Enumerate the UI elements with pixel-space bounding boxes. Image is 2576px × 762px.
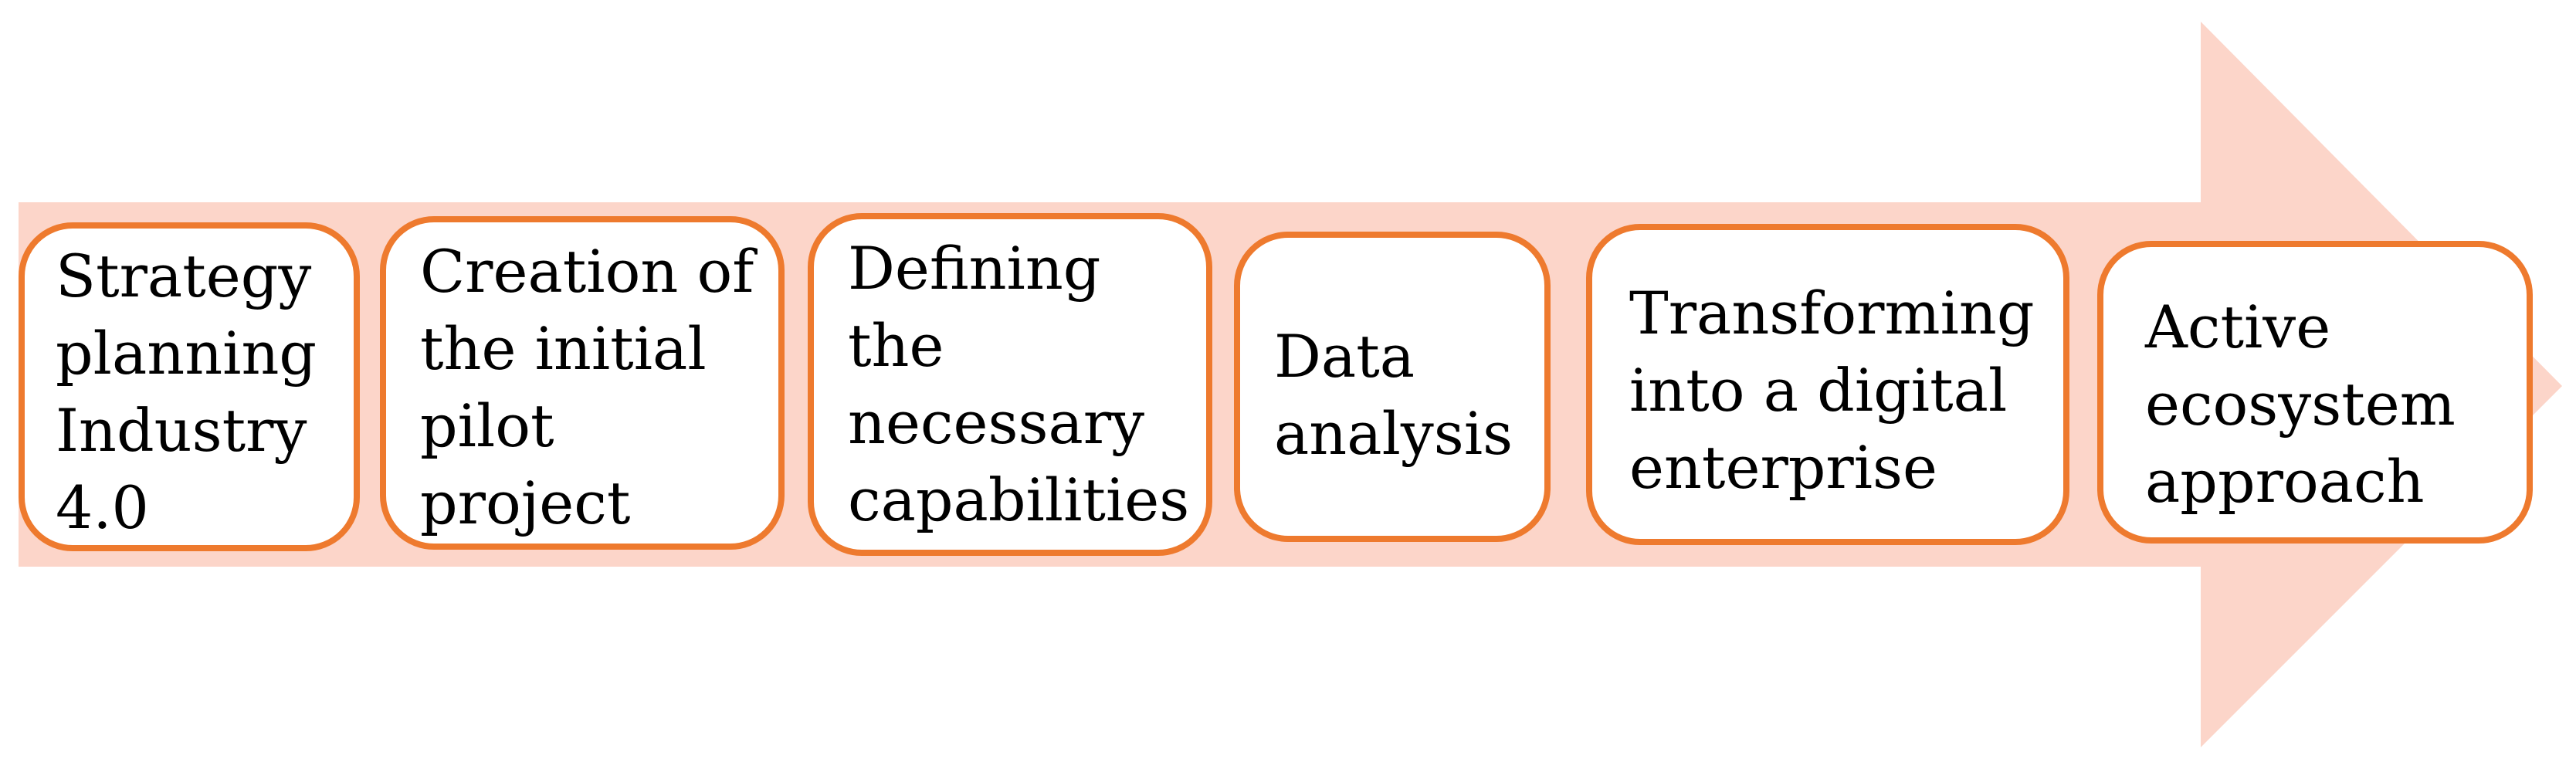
step-defining-capabilities: Defining the necessary capabilities — [808, 213, 1212, 556]
step-strategy-planning: Strategy planning Industry 4.0 — [19, 222, 360, 551]
step-data-analysis: Data analysis — [1234, 232, 1551, 542]
step-active-ecosystem: Active ecosystem approach — [2097, 241, 2533, 544]
step-initial-pilot-project: Creation of the initial pilot project — [380, 216, 785, 550]
step-digital-enterprise: Transforming into a digital enterprise — [1586, 224, 2069, 545]
